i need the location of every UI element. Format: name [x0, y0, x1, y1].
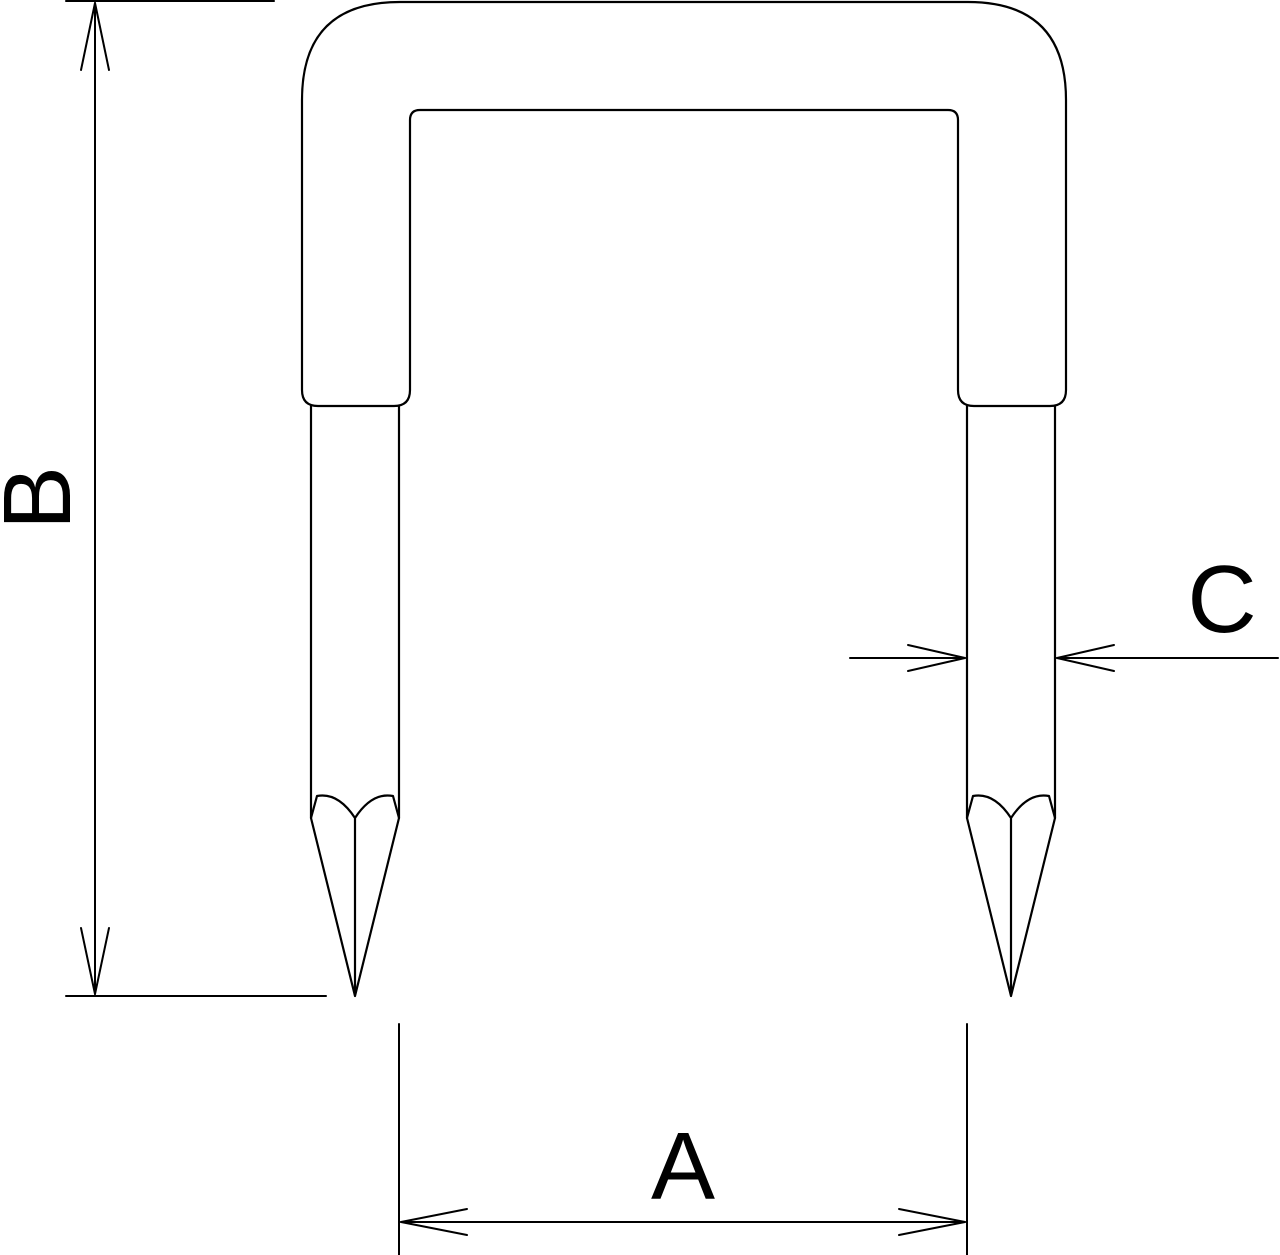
dimension-b-arrow-bottom	[80, 927, 110, 995]
dimension-b: B	[0, 0, 327, 997]
left-leg-shank	[309, 404, 401, 820]
staple-left-leg	[309, 404, 401, 998]
dimension-c-arrow-left	[907, 644, 966, 672]
crown-outer-outline	[300, 0, 1068, 408]
dimension-b-arrow-top	[80, 2, 110, 71]
dimension-b-label: B	[0, 466, 91, 530]
staple-right-leg	[965, 404, 1057, 998]
staple-crown	[300, 0, 1068, 408]
dimension-a: A	[398, 1023, 968, 1255]
dimension-a-label: A	[651, 1113, 715, 1220]
left-leg-point	[309, 794, 401, 998]
dimension-a-arrow-left	[400, 1208, 468, 1236]
dimension-a-arrow-right	[898, 1208, 966, 1236]
right-leg-shank	[965, 404, 1057, 820]
dimension-c-arrow-right	[1056, 644, 1115, 672]
right-leg-point	[965, 794, 1057, 998]
dimension-c: C	[849, 546, 1279, 672]
dimension-c-label: C	[1187, 546, 1256, 653]
